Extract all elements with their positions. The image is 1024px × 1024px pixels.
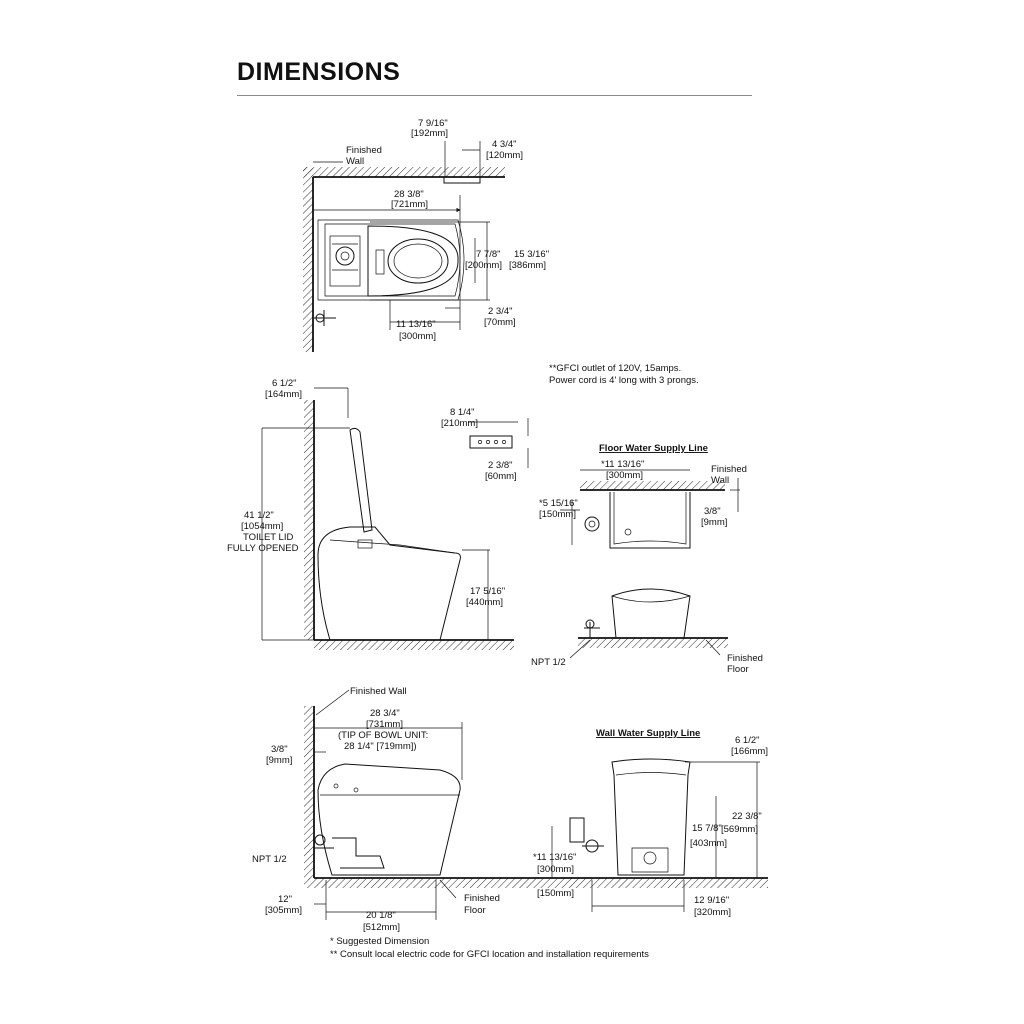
side-d1: 6 1/2": [272, 378, 297, 389]
remote-plan-icon: [443, 176, 481, 184]
wall-d3: 15 7/8": [692, 823, 722, 834]
side-elevation-view: [261, 387, 514, 650]
wall-d4: *11 13/16": [533, 852, 576, 863]
side-d1m: [164mm]: [265, 389, 302, 400]
side-d2a: TOILET LID: [243, 532, 293, 543]
wall-d3m: [403mm]: [690, 838, 727, 849]
floor-floor-2: Floor: [727, 664, 749, 675]
wall-d6m: [320mm]: [694, 907, 731, 918]
toilet-body-bottom-side: [317, 763, 461, 876]
wall-outlet-icon: [569, 817, 585, 843]
floor-d3: 3/8": [704, 506, 721, 517]
floor-wall-1: Finished: [711, 464, 747, 475]
bottom-d2m: [9mm]: [266, 755, 292, 766]
floor-wall-2: Wall: [711, 475, 729, 486]
floor-floor-1: Finished: [727, 653, 763, 664]
side-d2m: [1054mm]: [241, 521, 283, 532]
bottom-d1a: (TIP OF BOWL UNIT:: [338, 730, 428, 741]
wall-d1m: [166mm]: [731, 746, 768, 757]
floor-d1: *11 13/16": [601, 459, 644, 470]
top-wall-label-1: Finished: [346, 145, 382, 156]
bottom-wall: Finished Wall: [350, 686, 407, 697]
bottom-side-view: [304, 689, 768, 920]
gfci-note-2: Power cord is 4' long with 3 prongs.: [549, 375, 699, 386]
remote-d1: 8 1/4": [450, 407, 475, 418]
wall-d4m: [300mm]: [537, 864, 574, 875]
top-d6: 2 3/4": [488, 306, 513, 317]
bottom-d3: 12": [278, 894, 292, 905]
side-d2b: FULLY OPENED: [227, 543, 299, 554]
floor-d2: *5 15/16": [539, 498, 578, 509]
wall-hatch-vertical: [303, 167, 313, 352]
toilet-body-front: [611, 758, 691, 876]
wall-d5m: [150mm]: [537, 888, 574, 899]
side-d3: 17 5/16": [470, 586, 505, 597]
bottom-d4m: [512mm]: [363, 922, 400, 933]
floor-d2m: [150mm]: [539, 509, 576, 520]
bowl-plan-outline: [367, 225, 459, 297]
side-d2: 41 1/2": [244, 510, 274, 521]
floor-supply-heading: Floor Water Supply Line: [599, 443, 708, 454]
wall-d2m: [569mm]: [721, 824, 758, 835]
toilet-body-side: [317, 526, 461, 641]
bottom-d3m: [305mm]: [265, 905, 302, 916]
bottom-floor-2: Floor: [464, 905, 486, 916]
footnote-gfci: ** Consult local electric code for GFCI …: [330, 949, 649, 960]
bottom-d1: 28 3/4": [370, 708, 400, 719]
bottom-floor-1: Finished: [464, 893, 500, 904]
top-d1: 7 9/16": [418, 118, 448, 129]
top-d4m: [200mm]: [465, 260, 502, 271]
remote-d1m: [210mm]: [441, 418, 478, 429]
floor-d3m: [9mm]: [701, 517, 727, 528]
wall-d2: 22 3/8": [732, 811, 762, 822]
floor-d1m: [300mm]: [606, 470, 643, 481]
side-d3m: [440mm]: [466, 597, 503, 608]
top-d1m: [192mm]: [411, 128, 448, 139]
footnote-suggested: * Suggested Dimension: [330, 936, 430, 947]
wall-hatch-horizontal: [303, 167, 505, 177]
remote-icon: [469, 435, 513, 449]
bottom-d2: 3/8": [271, 744, 288, 755]
top-d5: 15 3/16": [514, 249, 549, 260]
gfci-note-1: **GFCI outlet of 120V, 15amps.: [549, 363, 681, 374]
wall-d6: 12 9/16": [694, 895, 729, 906]
bottom-d1b: 28 1/4" [719mm]): [344, 741, 417, 752]
top-d7: 11 13/16": [396, 319, 436, 330]
remote-d2m: [60mm]: [485, 471, 517, 482]
title-rule: [237, 95, 752, 96]
supply-valve-icon: [584, 516, 600, 532]
wall-supply-view: [551, 758, 760, 912]
wall-supply-heading: Wall Water Supply Line: [596, 728, 700, 739]
remote-d2: 2 3/8": [488, 460, 513, 471]
page-title: DIMENSIONS: [237, 58, 401, 86]
top-plan-view: [303, 141, 505, 352]
top-d2m: [120mm]: [486, 150, 523, 161]
remote-detail: [468, 418, 529, 468]
top-wall-label-2: Wall: [346, 156, 364, 167]
floor-supply-view: [560, 469, 740, 659]
top-d7m: [300mm]: [399, 331, 436, 342]
lid-open-outline: [349, 427, 373, 533]
bottom-d4: 20 1/8": [366, 910, 396, 921]
top-d6m: [70mm]: [484, 317, 516, 328]
top-d2: 4 3/4": [492, 139, 517, 150]
wall-d1: 6 1/2": [735, 735, 760, 746]
top-d3: 28 3/8": [394, 189, 424, 200]
top-d3m: [721mm]: [391, 199, 428, 210]
top-d4: 7 7/8": [476, 249, 501, 260]
top-d5m: [386mm]: [509, 260, 546, 271]
bottom-npt: NPT 1/2: [252, 854, 287, 865]
bottom-d1m: [731mm]: [366, 719, 403, 730]
floor-npt: NPT 1/2: [531, 657, 566, 668]
